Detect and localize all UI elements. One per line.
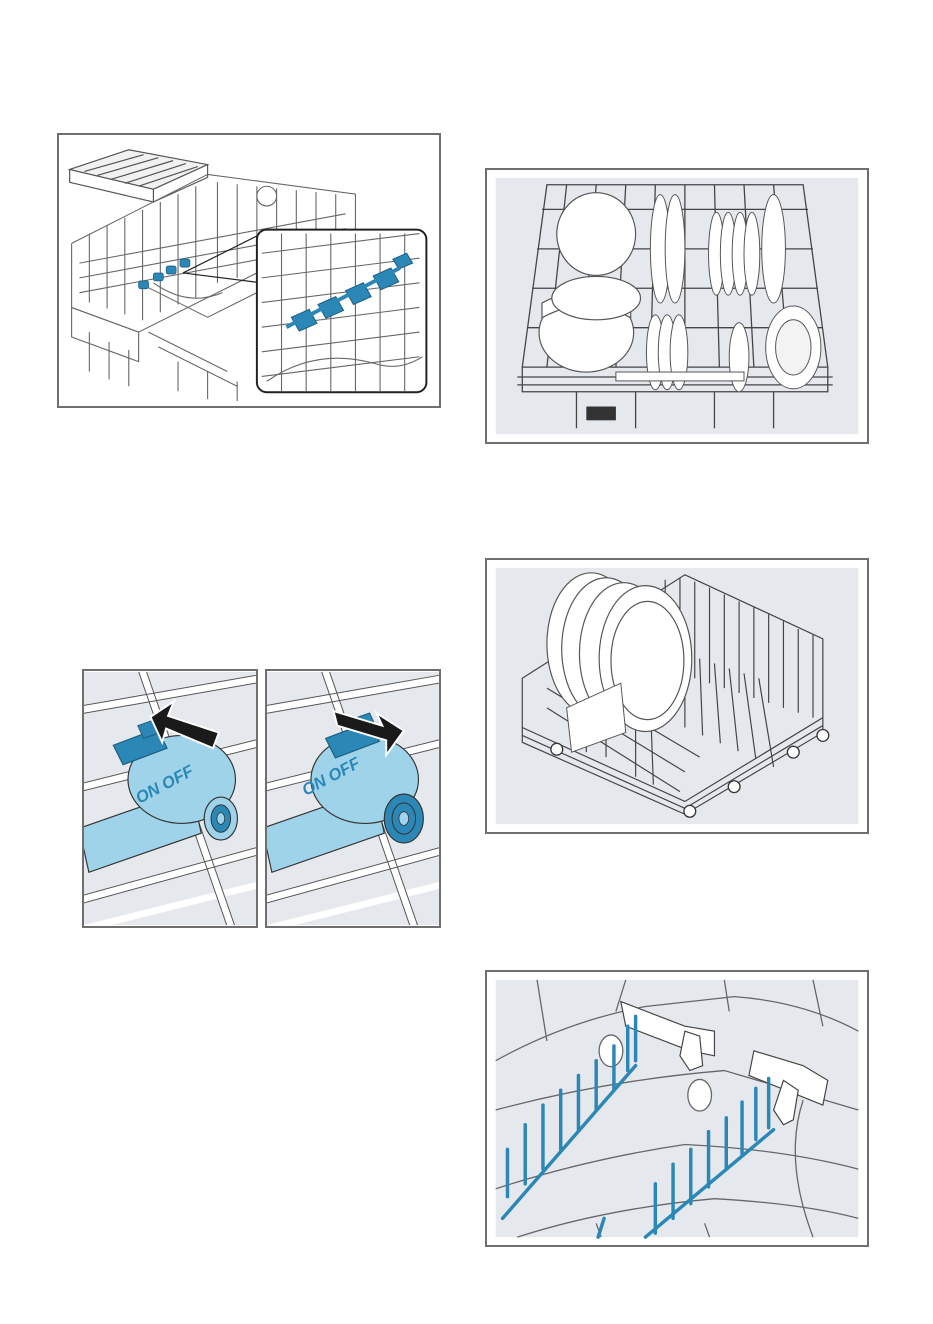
- figure-fold-tines: [485, 970, 869, 1247]
- switch-on-illustration: ON OFF: [84, 671, 256, 926]
- rack-overview-illustration: [59, 135, 439, 406]
- figure-rack-overview: [57, 133, 441, 408]
- magnified-inset: [257, 230, 426, 393]
- figure-switch-off: ON OFF: [265, 669, 441, 928]
- large-plates-illustration: [487, 560, 867, 832]
- figure-loaded-plates: [485, 168, 869, 444]
- figure-switch-on: ON OFF: [82, 669, 258, 928]
- switch-off-illustration: ON OFF: [267, 671, 439, 926]
- figure-large-plates: [485, 558, 869, 834]
- loaded-plates-illustration: [487, 170, 867, 442]
- fold-tines-illustration: [487, 972, 867, 1245]
